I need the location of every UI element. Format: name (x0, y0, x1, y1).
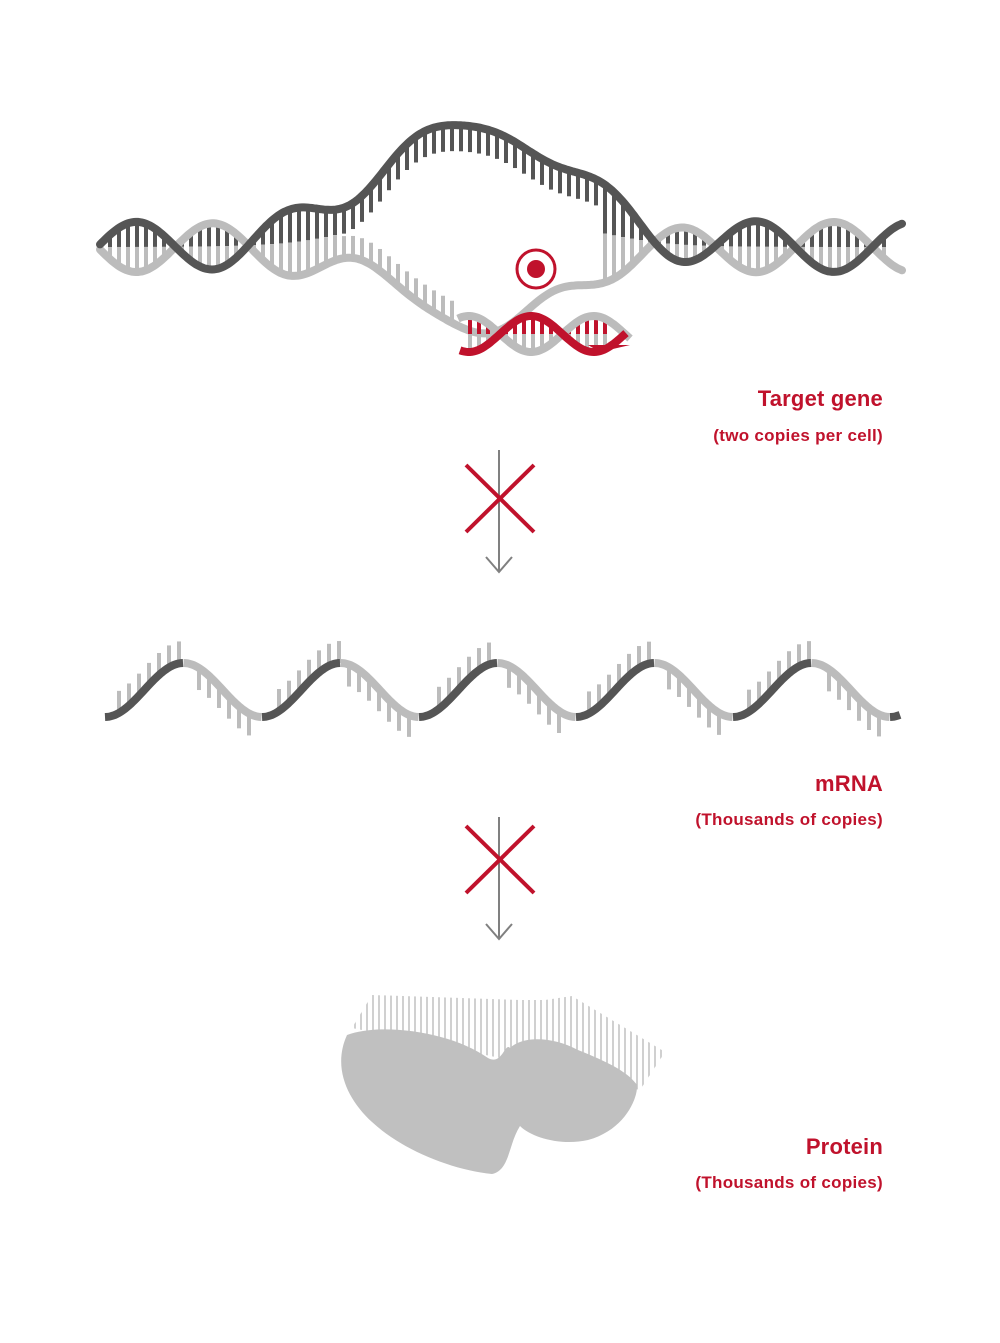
blocked-arrow-icon (464, 817, 536, 941)
target-gene-title: Target gene (757, 386, 883, 411)
protein-shape (341, 995, 665, 1174)
mrna-subtitle: (Thousands of copies) (695, 810, 883, 829)
protein-crease (507, 1047, 523, 1127)
protein-front-face (341, 1029, 638, 1174)
mrna-strand (104, 641, 902, 737)
gene-editor-complex (456, 311, 633, 357)
mrna-backbone (104, 659, 902, 721)
blocked-arrow-icon (464, 450, 536, 574)
target-icon (515, 248, 557, 290)
mrna-bases (117, 641, 881, 737)
dna-strands (96, 121, 906, 338)
target-gene-subtitle: (two copies per cell) (713, 426, 883, 445)
protein-title: Protein (805, 1134, 883, 1159)
target-gene-dna (96, 121, 906, 357)
protein-subtitle: (Thousands of copies) (695, 1173, 883, 1192)
mrna-title: mRNA (814, 771, 883, 796)
